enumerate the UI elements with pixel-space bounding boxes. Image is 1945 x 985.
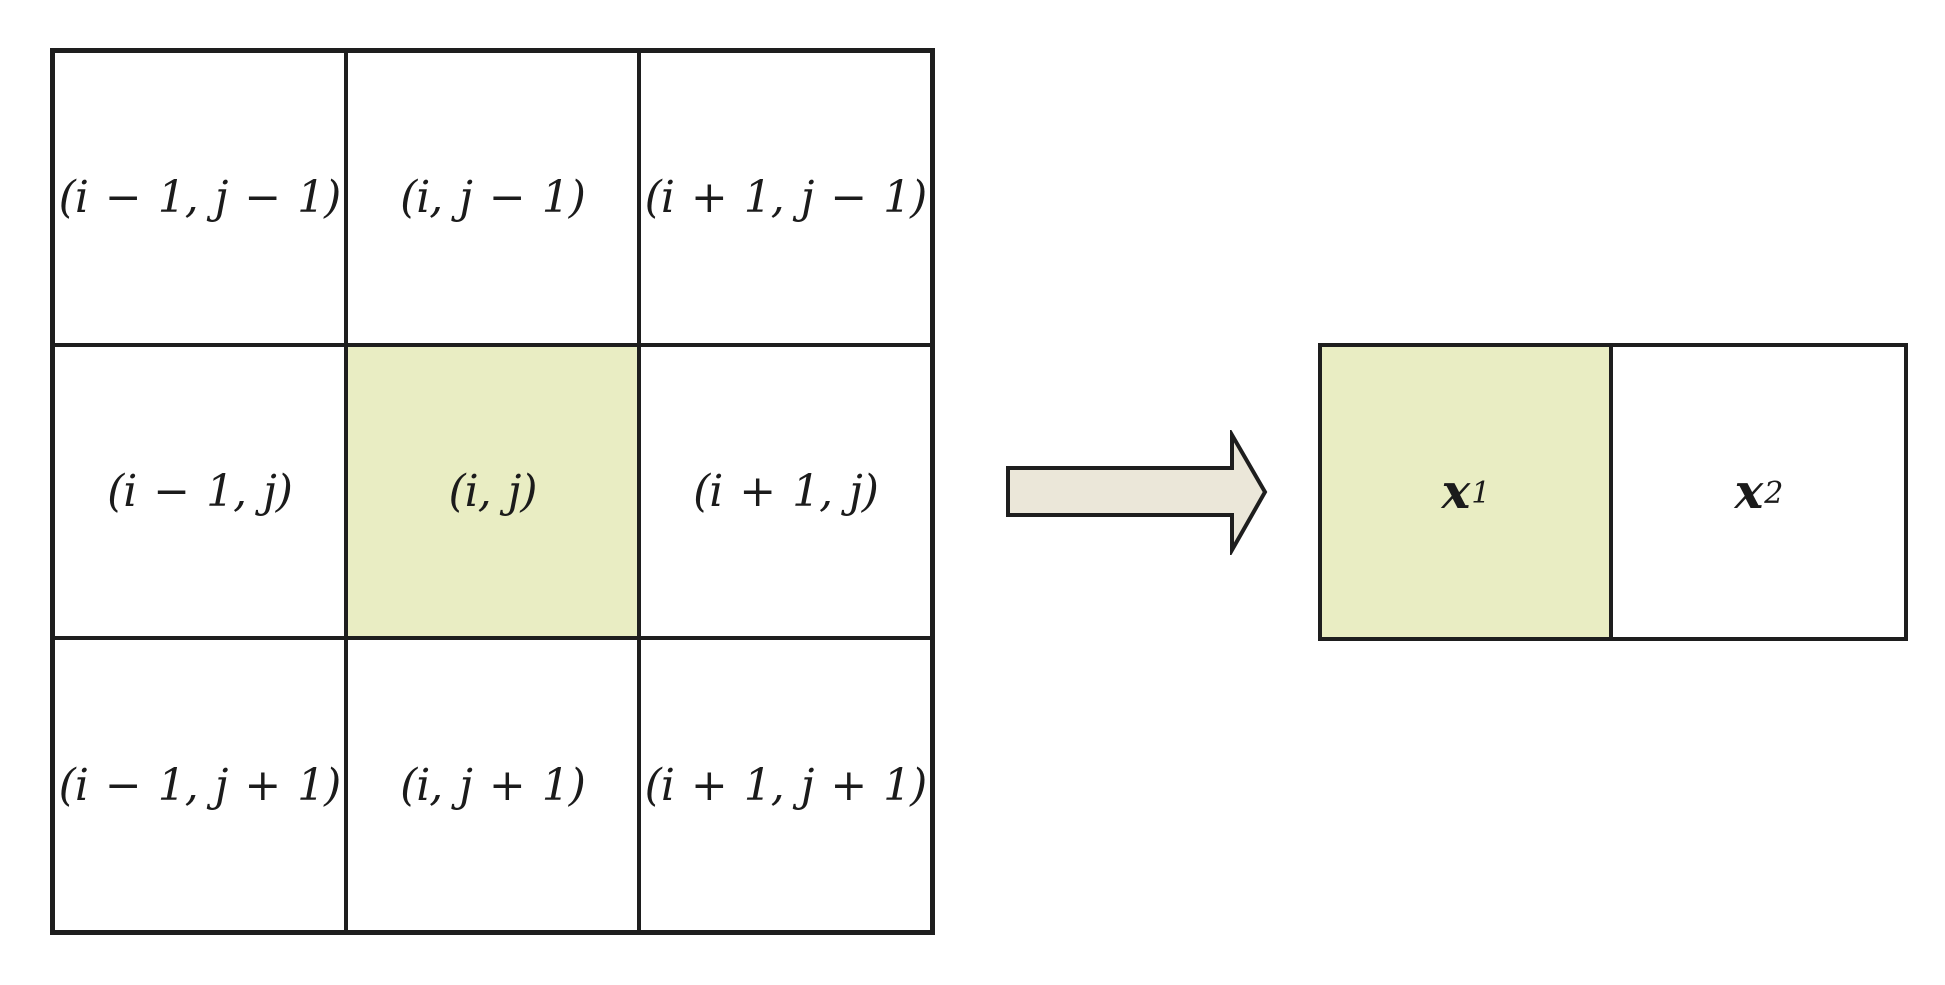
x1-label: x xyxy=(1441,464,1471,520)
grid-cell-i-jm1: (i, j − 1) xyxy=(346,51,639,345)
stencil-grid: (i − 1, j − 1) (i, j − 1) (i + 1, j − 1)… xyxy=(50,48,935,935)
grid-cell-ip1-j: (i + 1, j) xyxy=(639,344,932,639)
grid-cell-i-jp1: (i, j + 1) xyxy=(346,638,639,932)
right-arrow-icon xyxy=(1003,427,1271,558)
grid-cell-ip1-jp1: (i + 1, j + 1) xyxy=(639,638,932,932)
right-arrow-shape xyxy=(1006,427,1268,558)
grid-cell-im1-jm1: (i − 1, j − 1) xyxy=(53,51,346,345)
grid-cell-im1-j: (i − 1, j) xyxy=(53,344,346,639)
grid-cell-i-j: (i, j) xyxy=(346,344,639,639)
grid-cell-im1-jp1: (i − 1, j + 1) xyxy=(53,638,346,932)
x2-label: x xyxy=(1734,464,1764,520)
grid-cell-ip1-jm1: (i + 1, j − 1) xyxy=(639,51,932,345)
